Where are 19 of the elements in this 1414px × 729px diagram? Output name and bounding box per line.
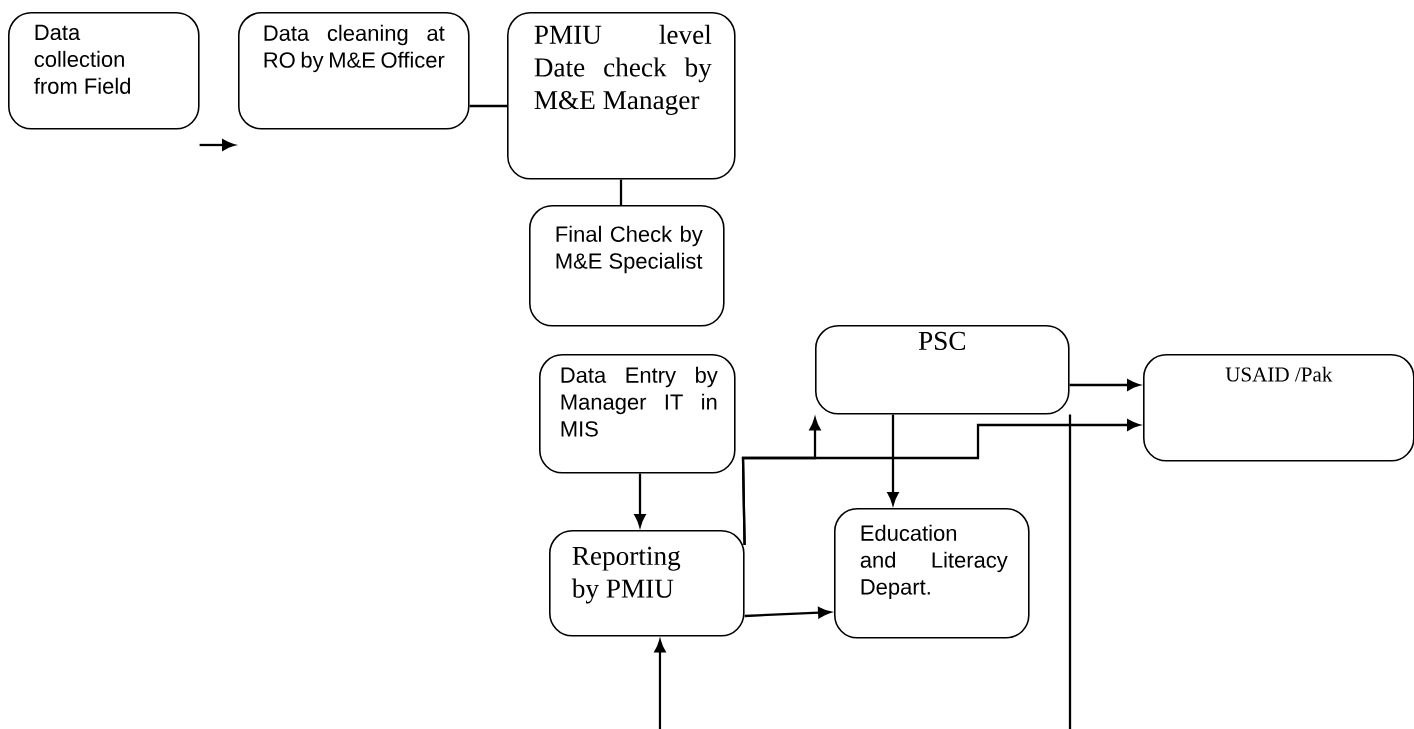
process-box: Data collection from Field — [8, 12, 200, 130]
process-box: Final Check by M&E Specialist — [529, 205, 725, 327]
process-box: Education and Literacy Depart. — [834, 508, 1030, 639]
connector-line — [619, 179, 623, 205]
process-box: Reporting by PMIU — [549, 530, 745, 637]
arrow — [654, 639, 666, 729]
arrow — [199, 139, 235, 151]
arrow — [744, 607, 831, 619]
arrow — [634, 473, 646, 527]
connector-line — [469, 104, 507, 108]
process-box: USAID /Pak — [1143, 354, 1414, 462]
arrow — [741, 419, 1140, 546]
process-box: Data Entry by Manager IT in MIS — [539, 354, 736, 474]
process-box: Data cleaning at RO by M&E Officer — [238, 12, 470, 130]
arrow — [1069, 379, 1140, 391]
process-box: PSC — [815, 325, 1070, 415]
process-box: PMIU level Date check by M&E Manager — [507, 12, 736, 180]
connector-line — [1068, 414, 1072, 729]
arrow — [887, 414, 899, 505]
